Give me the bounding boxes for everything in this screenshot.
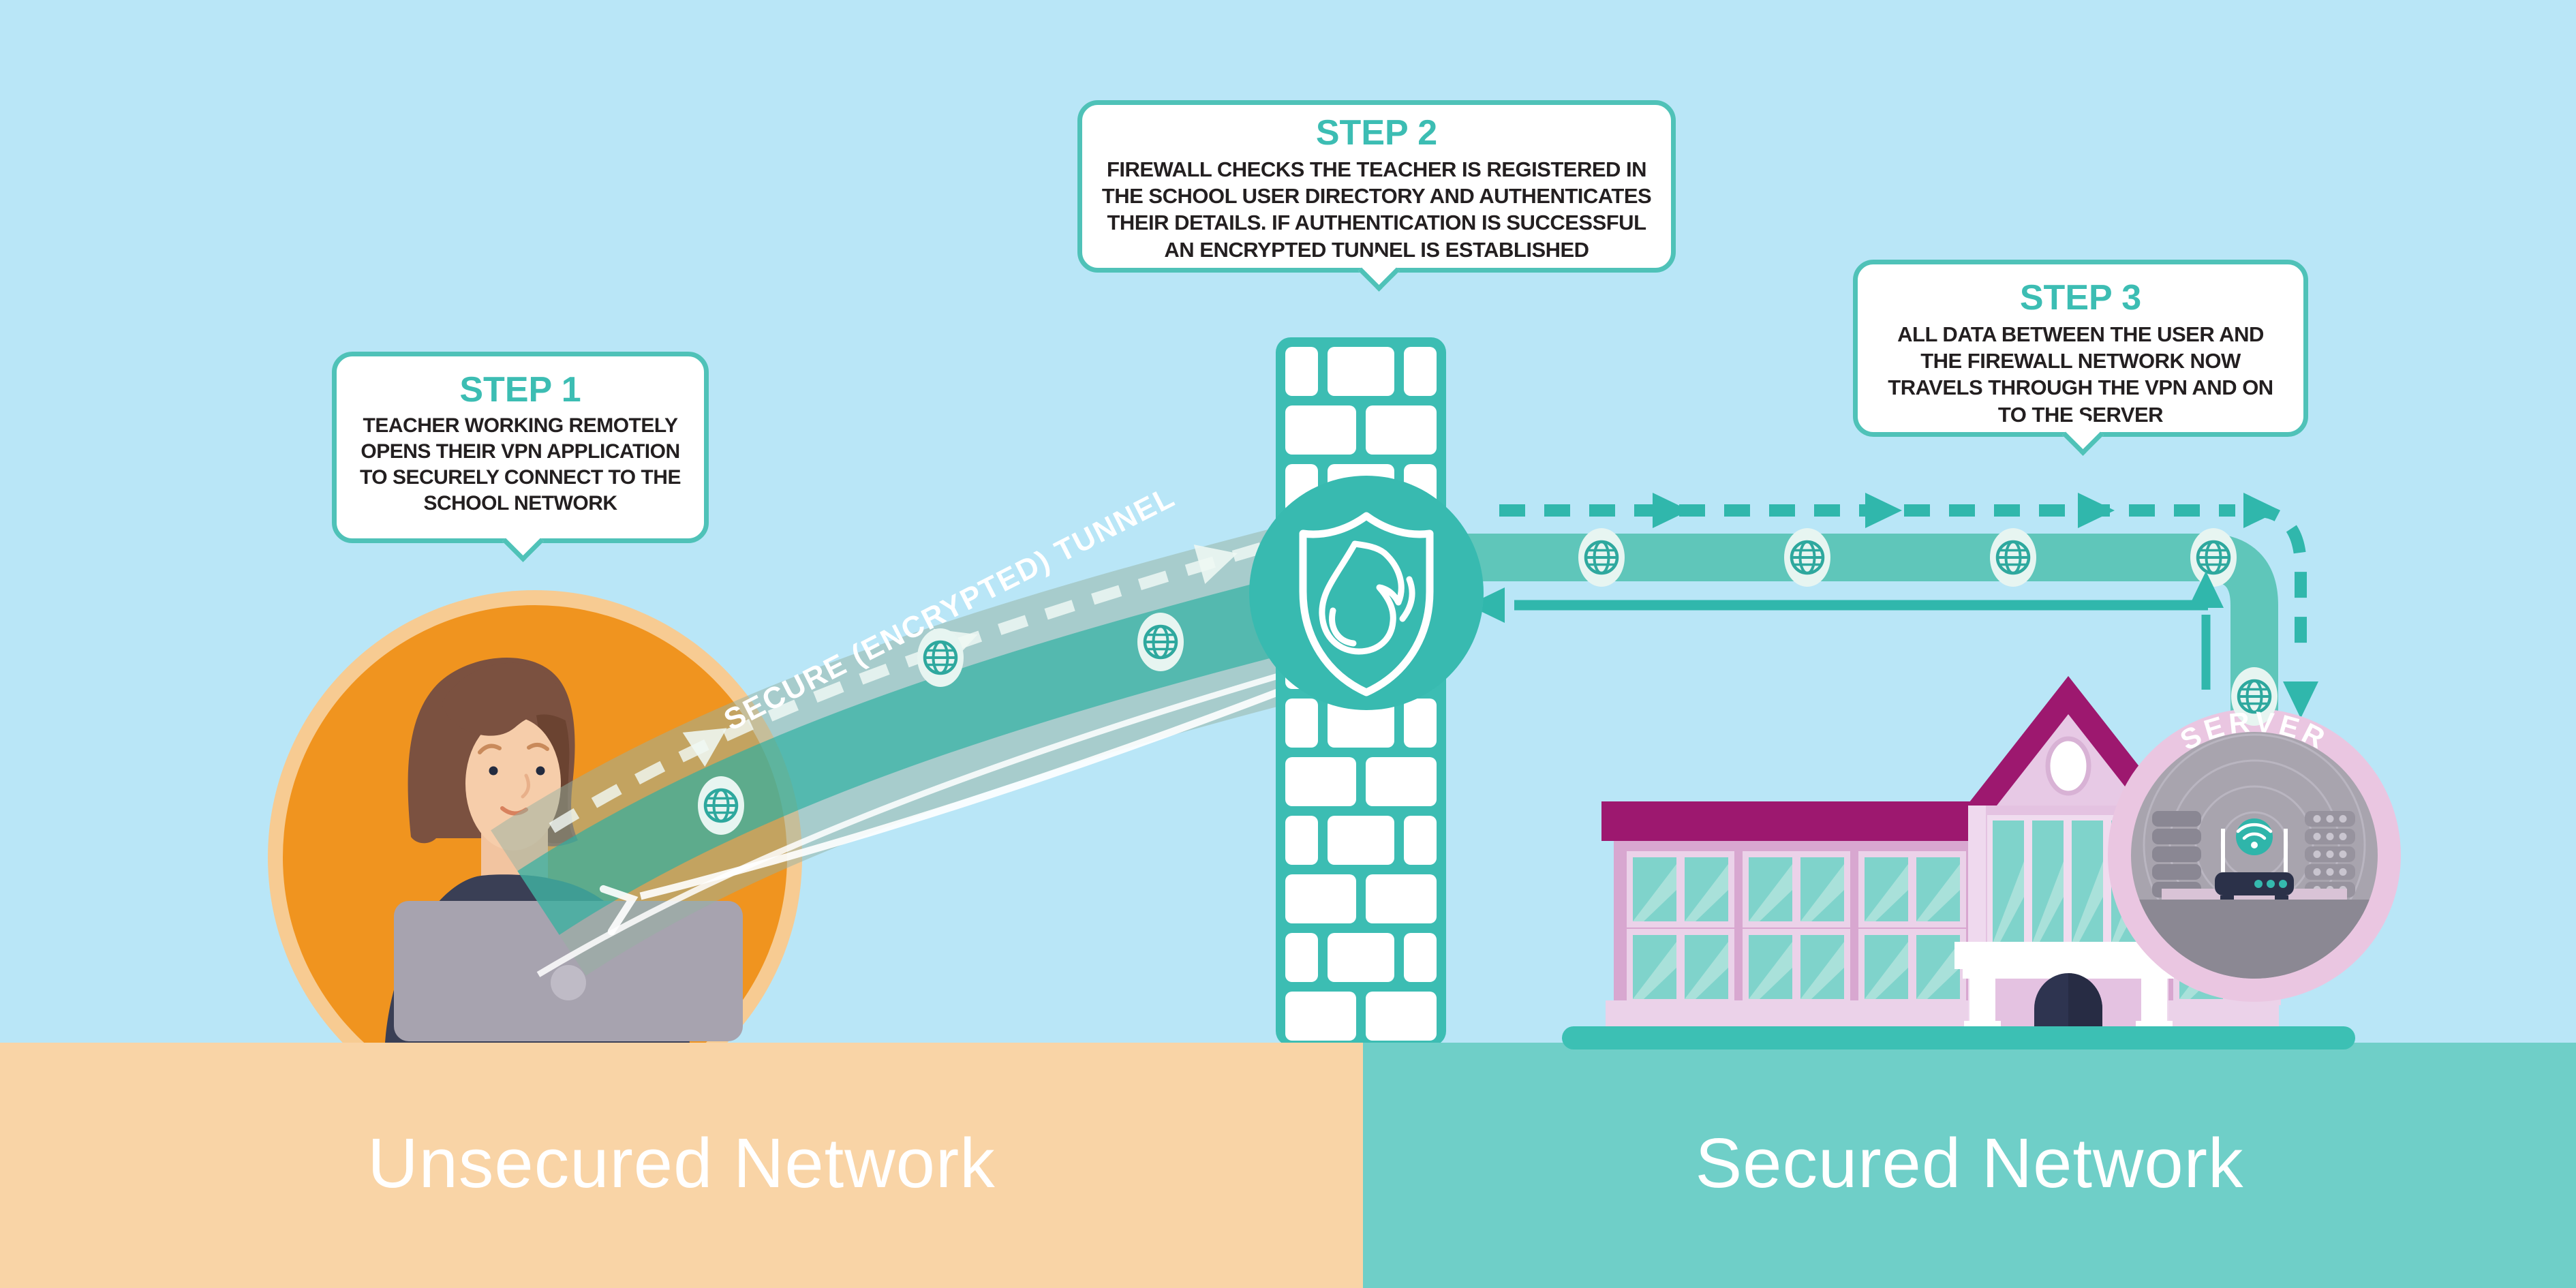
globe-icon bbox=[1578, 528, 1625, 587]
tunnel-return-arrow bbox=[639, 684, 1289, 900]
tunnel-inner-band bbox=[517, 557, 1376, 935]
laptop-logo bbox=[551, 965, 586, 1000]
secured-network-label: Secured Network bbox=[1695, 1124, 2244, 1202]
globe-icon bbox=[1990, 528, 2036, 587]
tunnel-dashed-arrow bbox=[549, 522, 1331, 833]
secured-network-band bbox=[1363, 1043, 2576, 1288]
router bbox=[2215, 829, 2294, 900]
server-pedestal bbox=[2139, 900, 2370, 979]
school-column bbox=[1969, 979, 1995, 1029]
step-3-callout: STEP 3 ALL DATA BETWEEN THE USER AND THE… bbox=[1853, 260, 2308, 437]
server-rack-left bbox=[2152, 811, 2201, 898]
unsecured-network-band bbox=[0, 1043, 1363, 1288]
unsecured-network-label: Unsecured Network bbox=[367, 1124, 996, 1202]
globe-icon bbox=[1137, 613, 1184, 671]
server-rack-right bbox=[2305, 811, 2355, 898]
step-1-callout: STEP 1 TEACHER WORKING REMOTELY OPENS TH… bbox=[332, 352, 709, 543]
wifi-icon bbox=[2236, 818, 2273, 855]
server-circle: SERVER bbox=[2108, 667, 2401, 1002]
globe-icon bbox=[698, 776, 744, 835]
school-roof-left bbox=[1601, 801, 1980, 841]
school-column bbox=[2141, 979, 2167, 1029]
gable-window bbox=[2045, 736, 2091, 796]
firewall-circle bbox=[1249, 476, 1484, 710]
secured-data-flow bbox=[1431, 493, 2318, 739]
step-3-title: STEP 3 bbox=[2019, 278, 2142, 318]
globe-icon bbox=[1784, 528, 1830, 587]
step-2-title: STEP 2 bbox=[1315, 113, 1438, 153]
globe-icon bbox=[2190, 528, 2237, 587]
step-2-callout: STEP 2 FIREWALL CHECKS THE TEACHER IS RE… bbox=[1077, 100, 1676, 273]
step-1-title: STEP 1 bbox=[459, 370, 581, 410]
shield-fire-icon bbox=[1299, 512, 1434, 696]
step-2-body: FIREWALL CHECKS THE TEACHER IS REGISTERE… bbox=[1101, 157, 1652, 262]
step-3-body: ALL DATA BETWEEN THE USER AND THE FIREWA… bbox=[1888, 322, 2273, 427]
step-1-body: TEACHER WORKING REMOTELY OPENS THEIR VPN… bbox=[360, 414, 681, 515]
firewall bbox=[1249, 337, 1484, 1046]
school-ground-strip bbox=[1562, 1026, 2355, 1049]
